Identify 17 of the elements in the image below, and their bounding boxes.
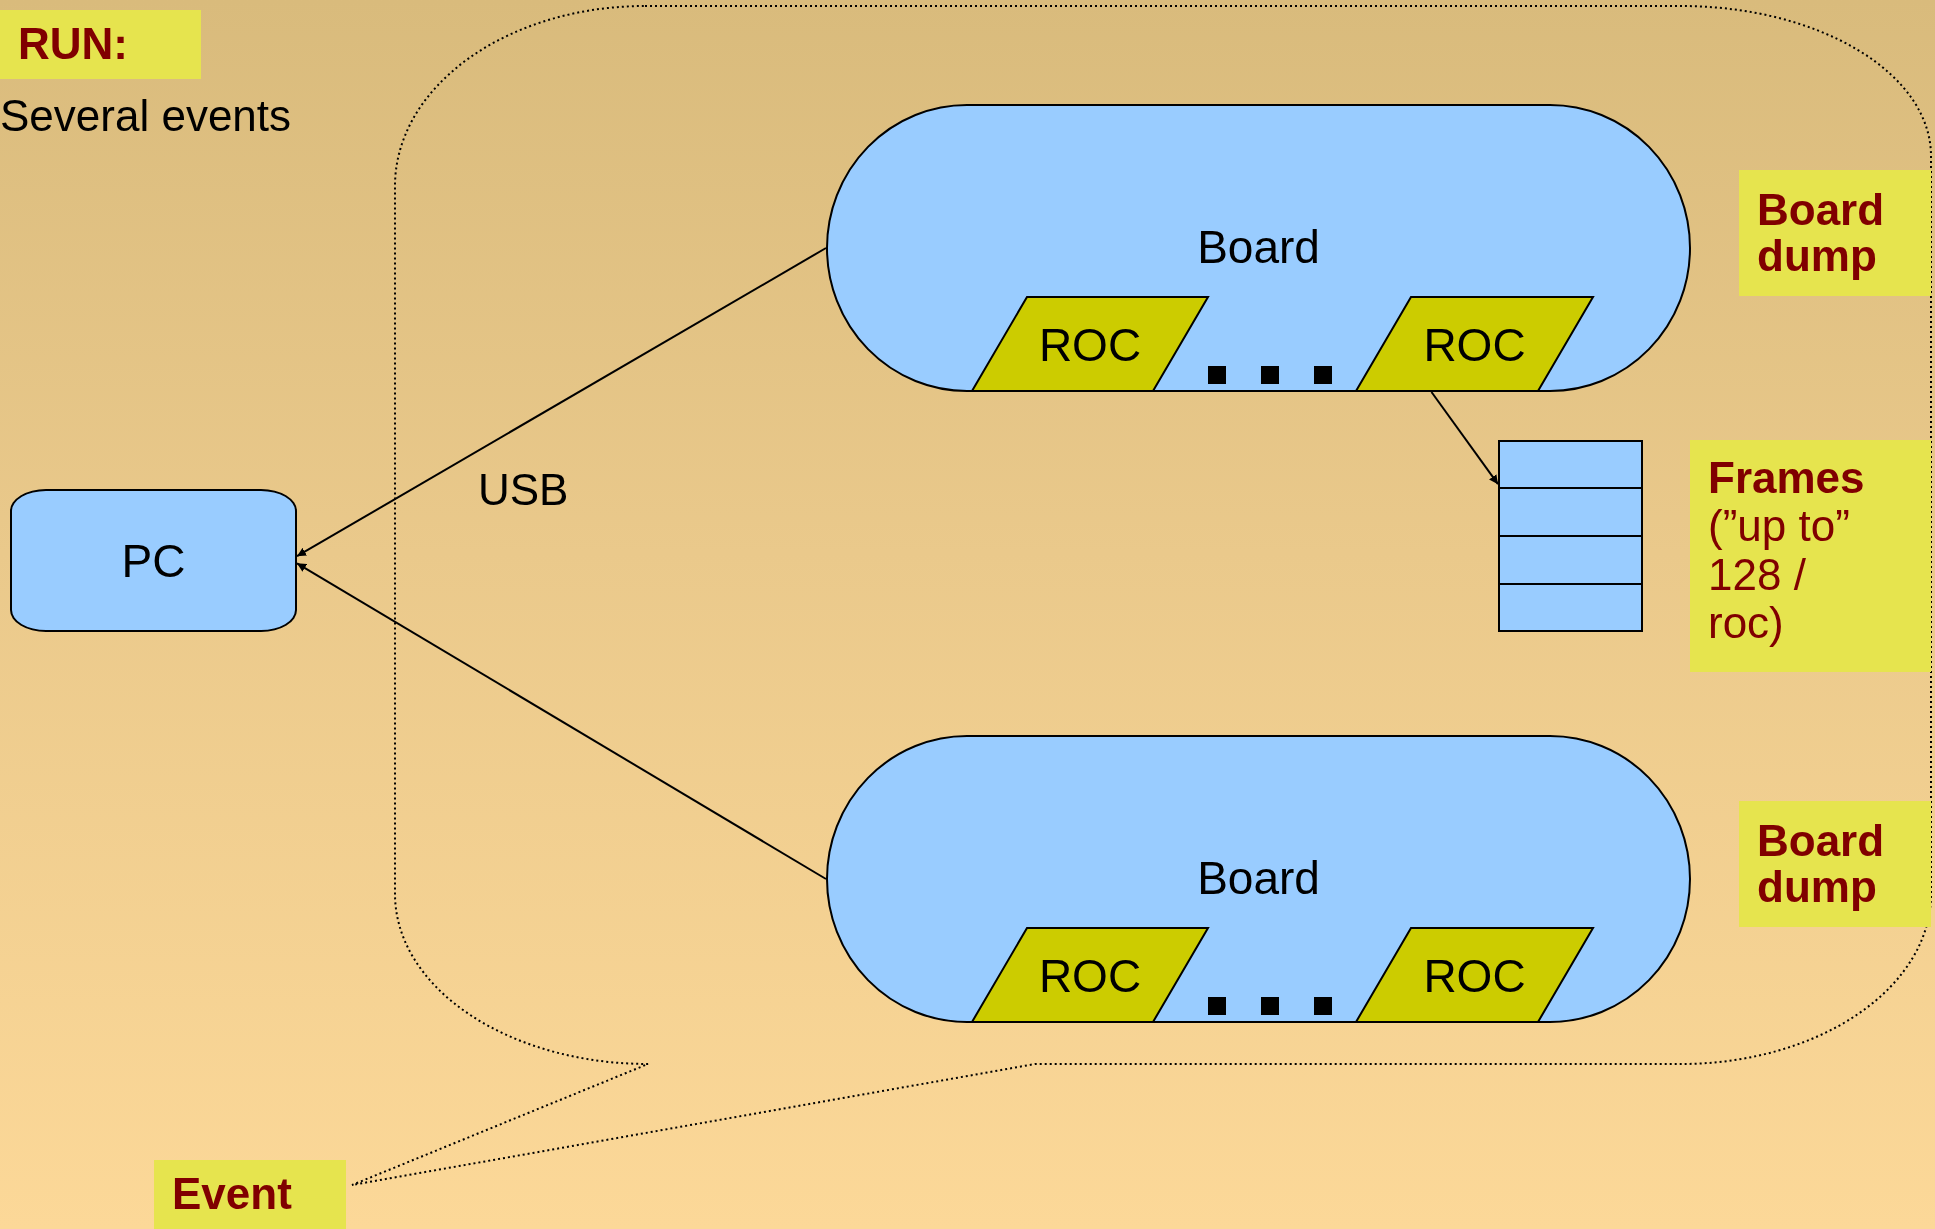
note-label: Event	[154, 1160, 346, 1229]
chip-label: ROC	[1422, 322, 1527, 368]
chip-label: ROC	[1037, 322, 1143, 368]
edge-label: USB	[478, 466, 569, 515]
note-label: Frames (”up to” 128 / roc)	[1690, 440, 1931, 672]
note-label: Board dump	[1739, 801, 1931, 927]
arrow	[296, 247, 827, 558]
note-label: RUN:	[0, 10, 201, 79]
note-text: Several events	[0, 92, 292, 141]
board-label: Board	[1196, 855, 1321, 901]
chip-label: ROC	[1422, 953, 1527, 999]
arrow	[296, 562, 827, 880]
note-label: Board dump	[1739, 170, 1931, 296]
computer-box: PC	[10, 489, 297, 632]
board-label: Board	[1196, 224, 1321, 270]
chip-label: ROC	[1037, 953, 1143, 999]
arrow	[1430, 391, 1499, 486]
